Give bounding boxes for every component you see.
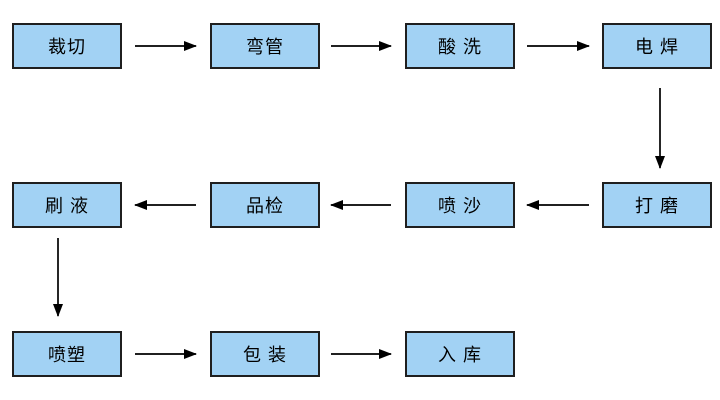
flow-node-sandblasting: 喷 沙 (405, 182, 515, 228)
flow-node-cutting: 裁切 (12, 23, 122, 69)
flow-node-grinding: 打 磨 (602, 182, 712, 228)
flow-node-packaging: 包 装 (210, 331, 320, 377)
flow-node-pipe-bending: 弯管 (210, 23, 320, 69)
flow-node-liquid-brushing: 刷 液 (12, 182, 122, 228)
flow-node-warehousing: 入 库 (405, 331, 515, 377)
flow-node-welding: 电 焊 (602, 23, 712, 69)
flow-node-acid-washing: 酸 洗 (405, 23, 515, 69)
flow-node-quality-inspection: 品检 (210, 182, 320, 228)
flow-node-powder-coating: 喷塑 (12, 331, 122, 377)
